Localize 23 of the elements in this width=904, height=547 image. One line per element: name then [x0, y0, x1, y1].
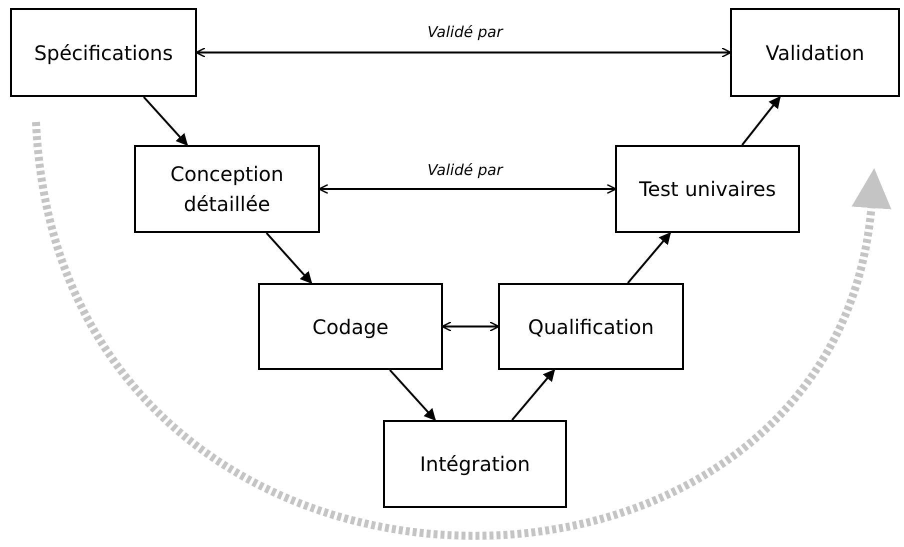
box-label: Validation: [766, 40, 864, 66]
box-label: Spécifications: [34, 40, 173, 66]
box-label: Conception détaillée: [169, 161, 285, 218]
box-label: Test univaires: [639, 176, 776, 203]
arrow: [195, 47, 732, 58]
box-label: Qualification: [528, 314, 654, 340]
arrow: [266, 232, 312, 284]
arrow: [143, 96, 188, 146]
arrow: [741, 96, 781, 146]
box-label: Codage: [312, 314, 389, 340]
process-box: [134, 145, 320, 233]
arrow: [511, 369, 556, 421]
process-box: [383, 420, 567, 508]
box-label: Intégration: [420, 451, 530, 478]
process-box: [730, 8, 900, 97]
arrow: [318, 184, 617, 194]
process-box: [615, 145, 800, 233]
process-box: [10, 8, 197, 97]
process-box: [498, 283, 684, 370]
arrow: [627, 232, 671, 284]
arrow: [441, 321, 500, 332]
process-box: [258, 283, 443, 370]
arrow: [389, 369, 436, 421]
